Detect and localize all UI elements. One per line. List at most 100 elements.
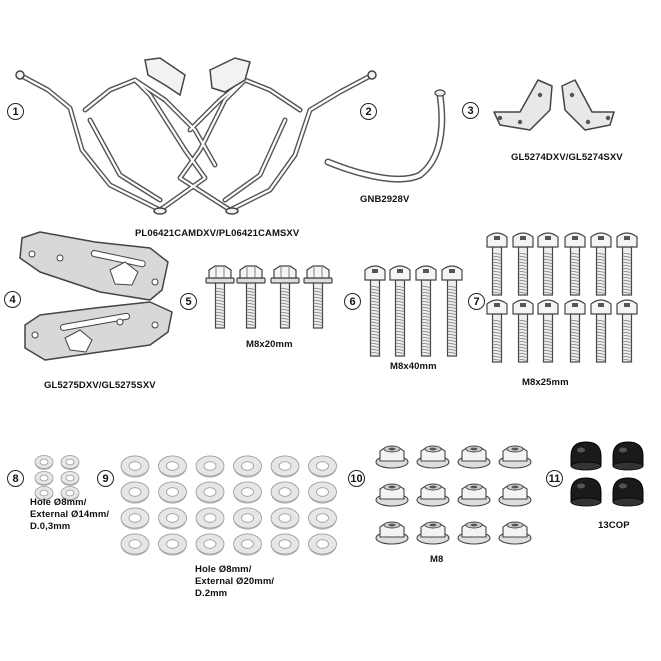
item-3-number: 3 bbox=[462, 102, 479, 119]
item-2-number: 2 bbox=[360, 103, 377, 120]
bolt-m8x25-top-3 bbox=[537, 232, 559, 296]
item-9-label-line-3: D.2mm bbox=[195, 588, 228, 599]
item-4-label: GL5275DXV/GL5275SXV bbox=[44, 380, 156, 391]
item-8-label-line-3: D.0,3mm bbox=[30, 521, 71, 532]
flange-nut-11 bbox=[457, 521, 491, 545]
small-washer-4 bbox=[60, 471, 80, 486]
flange-nut-8 bbox=[498, 483, 532, 507]
item-4-number: 4 bbox=[4, 291, 21, 308]
bolt-m8x25-top-6 bbox=[616, 232, 638, 296]
large-washer-18 bbox=[308, 507, 337, 530]
flange-nut-1 bbox=[375, 445, 409, 469]
flange-nut-3 bbox=[457, 445, 491, 469]
bolt-m8x25-bottom-4 bbox=[564, 299, 586, 363]
flange-nut-5 bbox=[375, 483, 409, 507]
item-8-label-line-1: Hole Ø8mm/ bbox=[30, 497, 87, 508]
item-5-label: M8x20mm bbox=[246, 339, 293, 350]
bolt-m8x20-1 bbox=[205, 265, 235, 329]
small-washer-1 bbox=[34, 455, 54, 470]
item-6-number: 6 bbox=[344, 293, 361, 310]
flange-nut-10 bbox=[416, 521, 450, 545]
item-10-number: 10 bbox=[348, 470, 365, 487]
item-11-number: 11 bbox=[546, 470, 563, 487]
bolt-m8x25-bottom-6 bbox=[616, 299, 638, 363]
item-10-label: M8 bbox=[430, 554, 444, 565]
item-8-label-line-2: External Ø14mm/ bbox=[30, 509, 110, 520]
item-9-label-line-2: External Ø20mm/ bbox=[195, 576, 275, 587]
small-washer-5 bbox=[34, 486, 54, 501]
large-washer-7 bbox=[120, 481, 150, 504]
small-washer-2 bbox=[60, 455, 80, 470]
nut-cap-2 bbox=[612, 441, 644, 471]
small-washer-6 bbox=[60, 486, 80, 501]
large-washer-11 bbox=[270, 481, 300, 504]
large-washer-14 bbox=[158, 507, 187, 530]
nut-cap-1 bbox=[570, 441, 602, 471]
item-5-number: 5 bbox=[180, 293, 197, 310]
nut-cap-4 bbox=[612, 477, 644, 507]
large-washer-23 bbox=[270, 533, 300, 556]
item-1-label: PL06421CAMDXV/PL06421CAMSXV bbox=[135, 228, 300, 239]
item-9-label-line-1: Hole Ø8mm/ bbox=[195, 564, 252, 575]
nut-cap-3 bbox=[570, 477, 602, 507]
item-7-label: M8x25mm bbox=[522, 377, 569, 388]
item-8-number: 8 bbox=[7, 470, 24, 487]
large-washer-6 bbox=[308, 455, 337, 478]
bolt-m8x40-4 bbox=[441, 265, 463, 357]
large-washer-1 bbox=[120, 455, 150, 478]
large-washer-4 bbox=[233, 455, 262, 478]
bolt-m8x25-top-4 bbox=[564, 232, 586, 296]
large-washer-19 bbox=[120, 533, 150, 556]
large-washer-8 bbox=[158, 481, 187, 504]
bolt-m8x40-2 bbox=[389, 265, 411, 357]
bolt-m8x25-top-5 bbox=[590, 232, 612, 296]
large-washer-17 bbox=[270, 507, 300, 530]
large-washer-20 bbox=[158, 533, 187, 556]
item-1-number: 1 bbox=[7, 103, 24, 120]
bolt-m8x20-4 bbox=[303, 265, 333, 329]
large-washer-22 bbox=[233, 533, 262, 556]
flange-nut-12 bbox=[498, 521, 532, 545]
large-washer-16 bbox=[233, 507, 262, 530]
large-washer-10 bbox=[233, 481, 262, 504]
bolt-m8x25-top-2 bbox=[512, 232, 534, 296]
large-washer-9 bbox=[195, 481, 225, 504]
small-washer-3 bbox=[34, 471, 54, 486]
item-7-number: 7 bbox=[468, 293, 485, 310]
large-washer-2 bbox=[158, 455, 187, 478]
bolt-m8x25-bottom-3 bbox=[537, 299, 559, 363]
large-washer-21 bbox=[195, 533, 225, 556]
large-washer-12 bbox=[308, 481, 337, 504]
item-6-label: M8x40mm bbox=[390, 361, 437, 372]
flange-nut-6 bbox=[416, 483, 450, 507]
bolt-m8x20-2 bbox=[236, 265, 266, 329]
item-3-label: GL5274DXV/GL5274SXV bbox=[511, 152, 623, 163]
item-11-label: 13COP bbox=[598, 520, 630, 531]
item-8-label: Hole Ø8mm/ External Ø14mm/ D.0,3mm bbox=[30, 497, 109, 533]
item-2-label: GNB2928V bbox=[360, 194, 410, 205]
item-9-number: 9 bbox=[97, 470, 114, 487]
bolt-m8x20-3 bbox=[270, 265, 300, 329]
bolt-m8x25-bottom-5 bbox=[590, 299, 612, 363]
bolt-m8x40-1 bbox=[364, 265, 386, 357]
flange-nut-4 bbox=[498, 445, 532, 469]
flange-nut-2 bbox=[416, 445, 450, 469]
bolt-m8x25-bottom-2 bbox=[512, 299, 534, 363]
bolt-m8x25-bottom-1 bbox=[486, 299, 508, 363]
large-washer-13 bbox=[120, 507, 150, 530]
item-9-label: Hole Ø8mm/ External Ø20mm/ D.2mm bbox=[195, 564, 274, 600]
bolt-m8x25-top-1 bbox=[486, 232, 508, 296]
large-washer-24 bbox=[308, 533, 337, 556]
